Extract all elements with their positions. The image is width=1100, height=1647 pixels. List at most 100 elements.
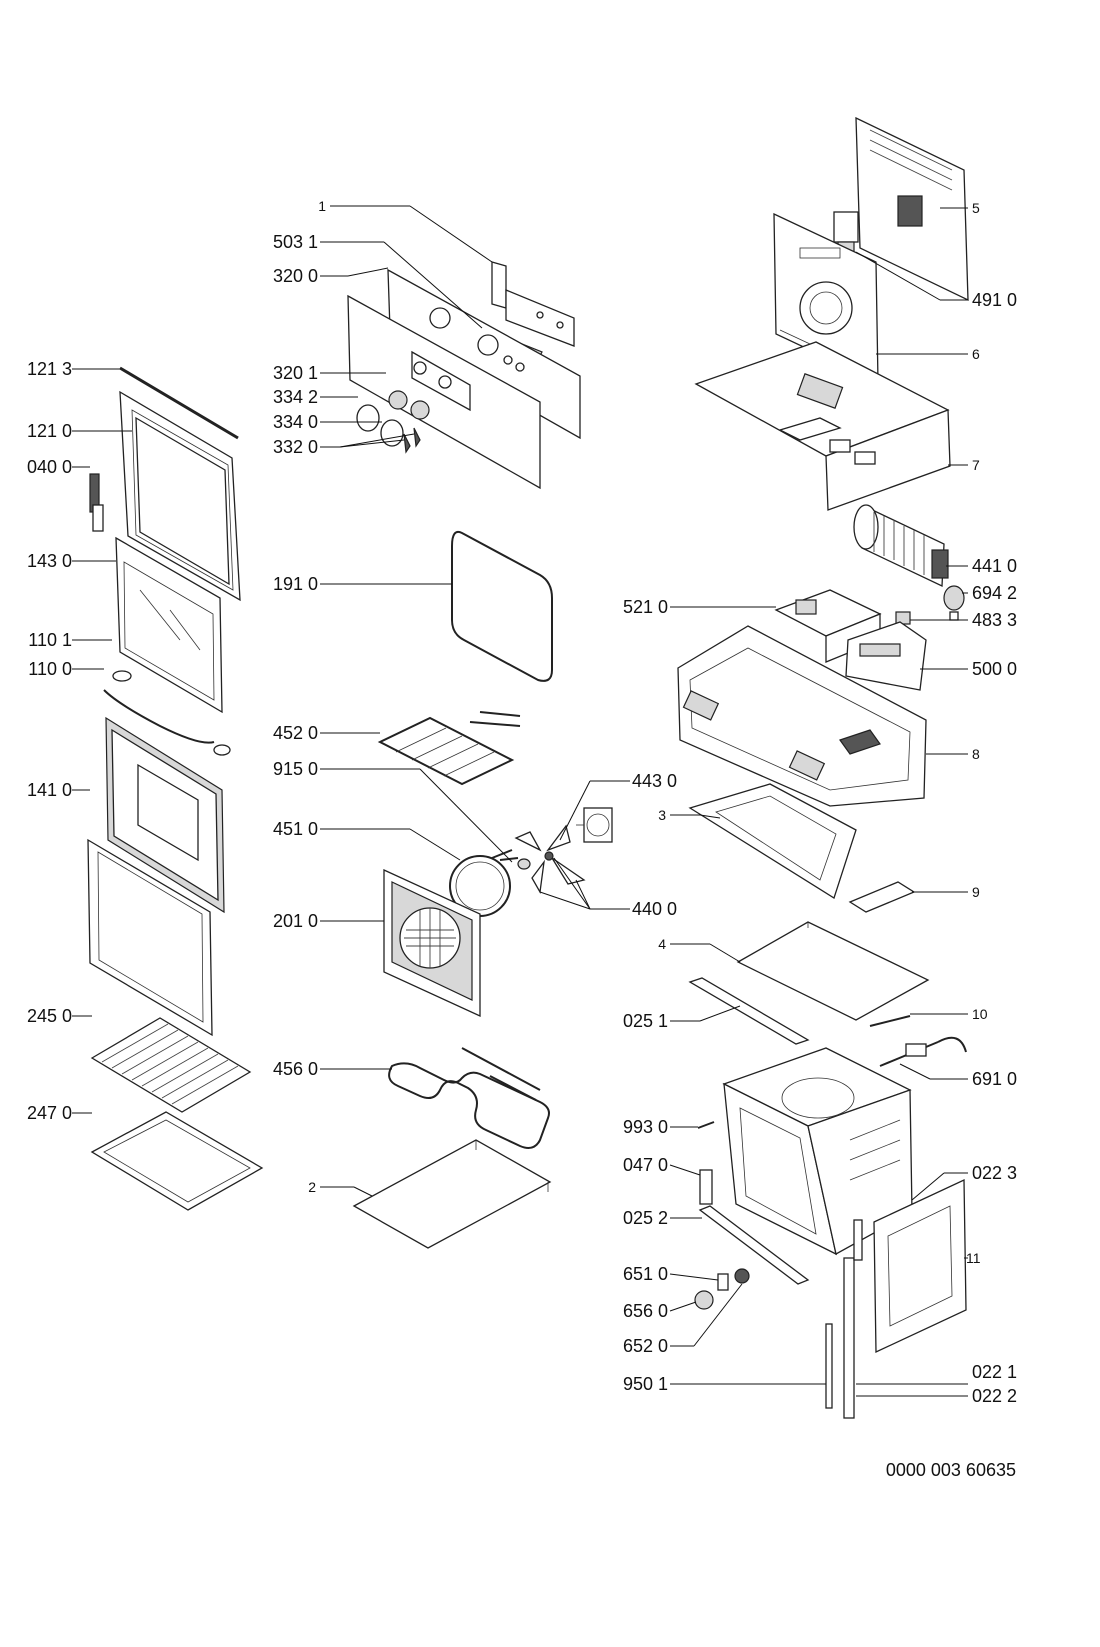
label-915-0: 915 0 xyxy=(273,759,318,779)
label-9: 9 xyxy=(972,884,980,900)
label-121-0: 121 0 xyxy=(27,421,72,441)
label-521-0: 521 0 xyxy=(623,597,668,617)
label-191-0: 191 0 xyxy=(273,574,318,594)
sensor-rail-part xyxy=(869,1015,911,1027)
fan-motor-small-part xyxy=(943,585,965,621)
label-691-0: 691 0 xyxy=(972,1069,1017,1089)
label-1: 1 xyxy=(318,198,326,214)
label-451-0: 451 0 xyxy=(273,819,318,839)
label-483-3: 483 3 xyxy=(972,610,1017,630)
label-4: 4 xyxy=(658,936,666,952)
top-cover-part xyxy=(694,341,951,511)
housing-frame-part xyxy=(677,625,927,807)
label-141-0: 141 0 xyxy=(27,780,72,800)
rear-panel-part xyxy=(773,212,879,384)
label-652-0: 652 0 xyxy=(623,1336,668,1356)
label-950-1: 950 1 xyxy=(623,1374,668,1394)
label-6: 6 xyxy=(972,346,980,362)
lamp-cover-part xyxy=(694,1290,714,1310)
control-panel-part xyxy=(347,268,581,490)
oven-door-gasket-part xyxy=(451,530,553,682)
rear-cover-panel-part xyxy=(855,116,969,302)
label-656-0: 656 0 xyxy=(623,1301,668,1321)
label-491-0: 491 0 xyxy=(972,290,1017,310)
label-10: 10 xyxy=(972,1006,988,1022)
label-3: 3 xyxy=(658,807,666,823)
label-503-1: 503 1 xyxy=(273,232,318,252)
cavity-rail-part xyxy=(698,1205,810,1285)
label-022-3: 022 3 xyxy=(972,1163,1017,1183)
label-320-1: 320 1 xyxy=(273,363,318,383)
front-rail-part xyxy=(688,977,810,1045)
leaders-left xyxy=(72,368,132,1114)
door-seal-strip-part xyxy=(119,366,239,440)
label-025-2: 025 2 xyxy=(623,1208,668,1228)
door-glass-frame-part xyxy=(115,536,223,714)
hinge-bracket-part xyxy=(699,1169,713,1205)
fan-wheel-part xyxy=(514,824,586,894)
label-452-0: 452 0 xyxy=(273,723,318,743)
rear-fan-cover-part xyxy=(383,868,481,1018)
control-bracket-part xyxy=(491,261,575,347)
label-047-0: 047 0 xyxy=(623,1155,668,1175)
mount-bracket-part xyxy=(848,881,916,913)
label-201-0: 201 0 xyxy=(273,911,318,931)
thermostat-part xyxy=(879,1036,967,1067)
grill-rack-part xyxy=(377,711,521,786)
label-110-0: 110 0 xyxy=(28,659,72,679)
label-651-0: 651 0 xyxy=(623,1264,668,1284)
wire-shelf-part xyxy=(90,1017,252,1113)
label-247-0: 247 0 xyxy=(27,1103,72,1123)
labels-left: 121 3 121 0 040 0 143 0 110 1 110 0 141 … xyxy=(27,359,72,1123)
label-332-0: 332 0 xyxy=(273,437,318,457)
label-7: 7 xyxy=(972,457,980,473)
label-694-2: 694 2 xyxy=(972,583,1017,603)
label-443-0: 443 0 xyxy=(632,771,677,791)
label-441-0: 441 0 xyxy=(972,556,1017,576)
lower-heating-element-part xyxy=(388,1047,550,1149)
label-8: 8 xyxy=(972,746,980,762)
label-245-0: 245 0 xyxy=(27,1006,72,1026)
label-440-0: 440 0 xyxy=(632,899,677,919)
handle-spacer-part xyxy=(112,670,132,682)
leaders-right xyxy=(669,606,826,1385)
labels-center: 1 503 1 320 0 320 1 334 2 334 0 332 0 19… xyxy=(273,198,677,1195)
label-040-0: 040 0 xyxy=(27,457,72,477)
inner-door-frame-part xyxy=(119,390,241,602)
lamp-socket-part xyxy=(734,1268,750,1284)
leaders-far-right xyxy=(855,207,968,1397)
side-frame-part xyxy=(688,783,857,899)
label-11: 11 xyxy=(966,1250,981,1266)
label-456-0: 456 0 xyxy=(273,1059,318,1079)
side-door-panel-part xyxy=(873,1178,967,1354)
label-143-0: 143 0 xyxy=(27,551,72,571)
label-022-2: 022 2 xyxy=(972,1386,1017,1406)
label-2: 2 xyxy=(308,1179,316,1195)
door-handle-part xyxy=(103,689,231,756)
labels-right-side: 521 0 3 4 025 1 993 0 047 0 025 2 651 0 … xyxy=(623,597,668,1394)
side-hinge-part xyxy=(843,1219,863,1419)
mounting-plate-part xyxy=(736,921,930,1021)
label-022-1: 022 1 xyxy=(972,1362,1017,1382)
side-strip-part xyxy=(825,1323,833,1409)
tangential-fan-part xyxy=(853,504,949,588)
document-id: 0000 003 60635 xyxy=(886,1460,1016,1480)
label-334-2: 334 2 xyxy=(273,387,318,407)
label-320-0: 320 0 xyxy=(273,266,318,286)
labels-far-right: 5 491 0 6 7 441 0 694 2 483 3 500 0 8 9 … xyxy=(966,200,1017,1406)
lamp-holder-part xyxy=(717,1273,729,1291)
baking-tray-part xyxy=(90,1111,264,1211)
terminal-board-part xyxy=(845,621,927,691)
fan-motor-part xyxy=(576,807,613,843)
leaders-center xyxy=(320,205,630,1197)
screw-part xyxy=(697,1121,715,1129)
control-knobs-part xyxy=(356,390,430,454)
label-334-0: 334 0 xyxy=(273,412,318,432)
door-hinge-part xyxy=(89,473,104,532)
outer-door-glass-part xyxy=(87,716,225,1037)
label-993-0: 993 0 xyxy=(623,1117,668,1137)
label-500-0: 500 0 xyxy=(972,659,1017,679)
label-110-1: 110 1 xyxy=(28,630,72,650)
label-121-3: 121 3 xyxy=(27,359,72,379)
